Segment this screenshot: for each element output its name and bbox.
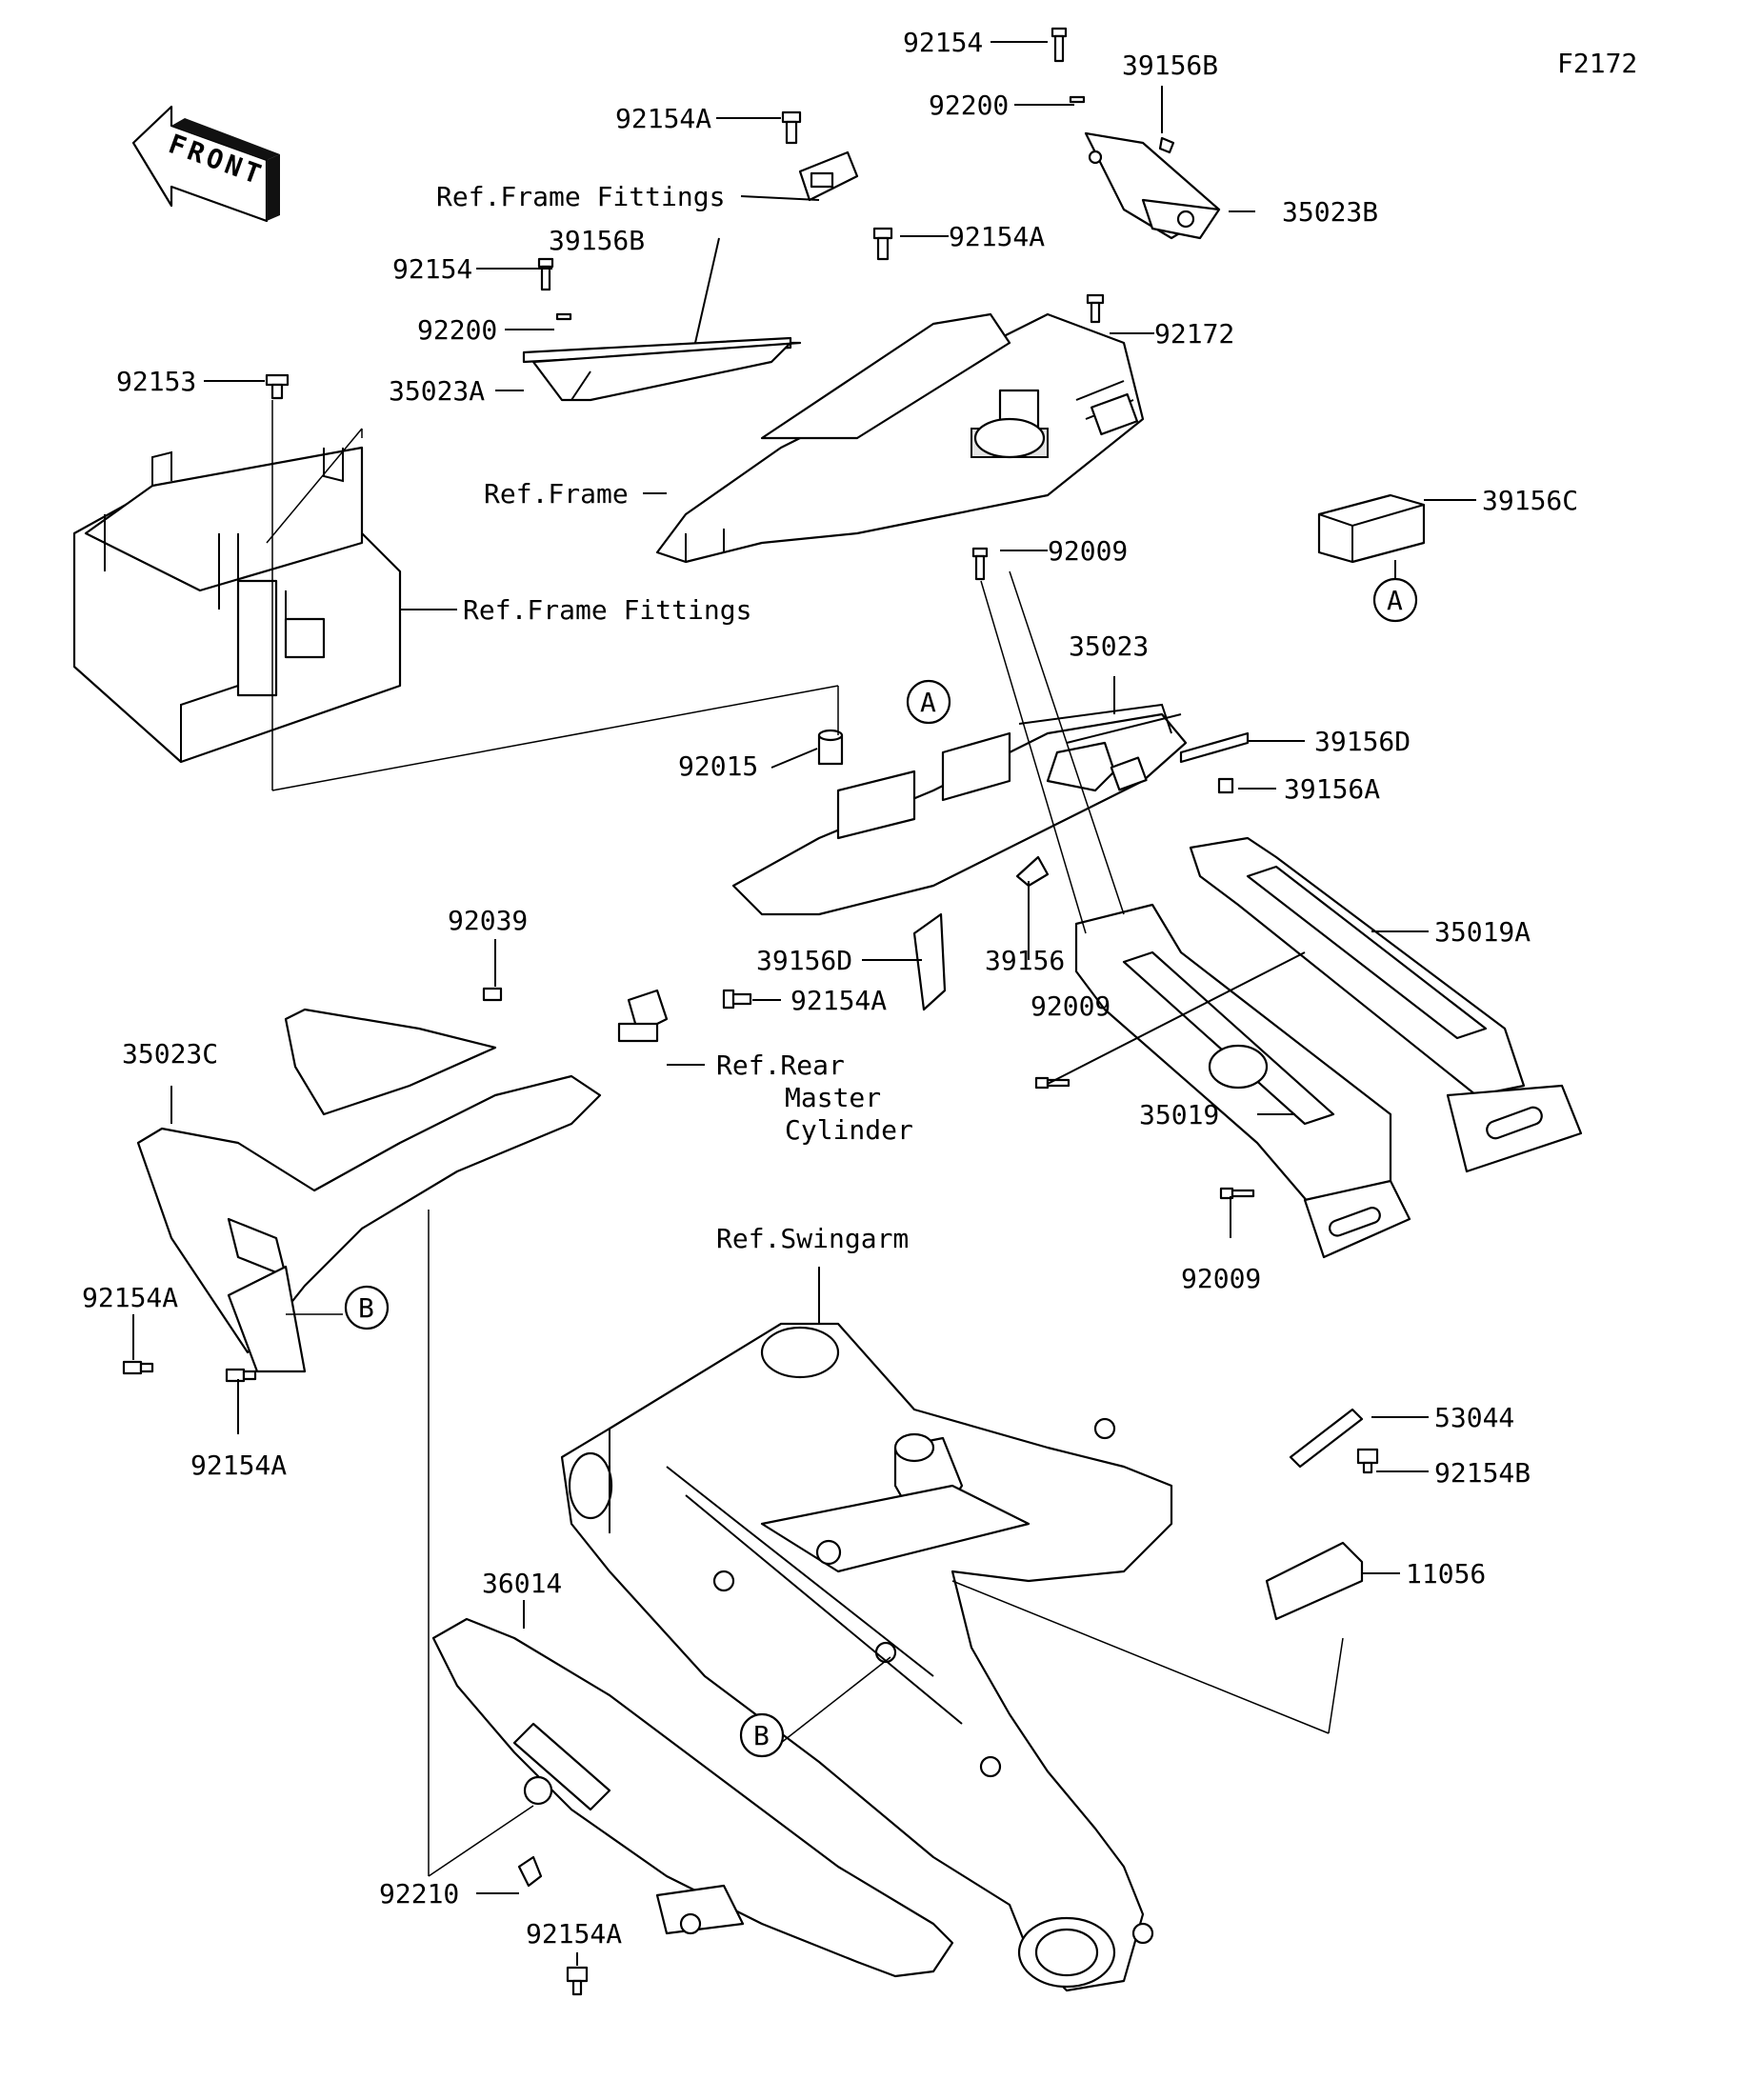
label-ref-rear-master-1: Ref.Rear — [716, 1050, 845, 1081]
label-39156B-top: 39156B — [1122, 50, 1218, 81]
callout-circles: A A B B — [344, 577, 1418, 1758]
label-ref-frame: Ref.Frame — [484, 478, 629, 510]
label-11056: 11056 — [1406, 1558, 1486, 1590]
label-92154-left: 92154 — [392, 253, 472, 285]
label-39156A: 39156A — [1284, 773, 1380, 805]
bracket-11056 — [1265, 1408, 1364, 1621]
label-35023A: 35023A — [389, 375, 485, 407]
bolt-92009-top — [971, 547, 989, 581]
cover-35023B — [1084, 131, 1221, 240]
label-ref-frame-fittings-top: Ref.Frame Fittings — [436, 181, 725, 212]
cover-35023C — [136, 1008, 602, 1373]
svg-text:B: B — [358, 1292, 374, 1324]
label-ref-rear-master-3: Cylinder — [785, 1114, 913, 1146]
label-92154A-rear: 92154A — [790, 985, 887, 1016]
frame-fittings-bracket — [798, 150, 859, 202]
label-92210: 92210 — [379, 1878, 459, 1910]
label-35023: 35023 — [1069, 630, 1149, 662]
label-92200-left: 92200 — [417, 314, 497, 346]
label-92009-top: 92009 — [1048, 535, 1128, 567]
label-stickers — [912, 731, 1250, 1011]
bolt-92154A-left2 — [225, 1368, 257, 1383]
label-92154B: 92154B — [1434, 1457, 1531, 1489]
bolt-92154A-top — [781, 110, 802, 145]
rear-frame — [655, 312, 1145, 564]
rear-master-cylinder-clip — [617, 989, 669, 1043]
bracket-35019 — [1074, 903, 1411, 1259]
svg-text:A: A — [1387, 585, 1403, 616]
label-92015: 92015 — [678, 750, 758, 782]
leader-lines — [132, 41, 1476, 1966]
frame-fittings-box — [72, 428, 402, 764]
undertray-35023 — [731, 703, 1188, 916]
label-36014: 36014 — [482, 1568, 562, 1599]
callout-A-right: A — [1372, 577, 1418, 623]
label-39156: 39156 — [985, 945, 1065, 976]
label-35019A: 35019A — [1434, 916, 1531, 948]
bolt-92154A-bottom — [566, 1966, 589, 1996]
label-39156B-left: 39156B — [549, 225, 645, 256]
label-92153: 92153 — [116, 366, 196, 397]
label-92172: 92172 — [1154, 318, 1234, 350]
bolt-92154A-left1 — [122, 1360, 154, 1375]
front-arrow: FRONT — [131, 105, 280, 223]
bolt-92039 — [482, 987, 503, 1002]
label-ref-swingarm: Ref.Swingarm — [716, 1223, 909, 1254]
label-92154A-left1: 92154A — [82, 1282, 178, 1313]
sticker-39156C — [1317, 493, 1426, 564]
label-ref-rear-master-2: Master — [785, 1082, 881, 1113]
label-35023B: 35023B — [1282, 196, 1378, 228]
bolt-92154A-mid — [872, 227, 893, 261]
label-92200-top: 92200 — [929, 90, 1009, 121]
label-92009-bottom: 92009 — [1181, 1263, 1261, 1294]
chain-cover-36014 — [431, 1617, 954, 1978]
label-39156C: 39156C — [1482, 485, 1578, 516]
figure-code: F2172 — [1557, 48, 1637, 79]
swingarm — [560, 1322, 1173, 1992]
label-39156D-bottom: 39156D — [756, 945, 852, 976]
label-35023C: 35023C — [122, 1038, 218, 1070]
seat-cover-35023A — [522, 336, 802, 402]
bolt-92154B — [1356, 1448, 1379, 1474]
bolt-92154A-rear — [722, 989, 752, 1010]
bolt-92172 — [1086, 293, 1105, 324]
bolt-92154-left — [537, 257, 554, 291]
callout-A-center: A — [906, 679, 951, 725]
label-39156D-right: 39156D — [1314, 726, 1411, 757]
label-35019: 35019 — [1139, 1099, 1219, 1130]
grommet-92015 — [817, 729, 844, 766]
callout-B-left: B — [344, 1285, 390, 1330]
label-92154A-mid: 92154A — [949, 221, 1045, 252]
svg-text:B: B — [753, 1720, 770, 1751]
bolts — [122, 27, 1379, 1996]
part-labels: 92154 39156B 92200 92154A 35023B Ref.Fra… — [82, 27, 1578, 1950]
label-92039: 92039 — [448, 905, 528, 936]
label-92154A-bottom: 92154A — [526, 1918, 622, 1950]
svg-text:A: A — [920, 687, 936, 718]
bolt-92154-top — [1051, 27, 1068, 63]
label-92154A-top: 92154A — [615, 103, 711, 134]
label-92009-mid: 92009 — [1031, 990, 1111, 1022]
bolt-92009-bottom — [1219, 1187, 1255, 1200]
label-92154A-left2: 92154A — [190, 1450, 287, 1481]
label-92154-top: 92154 — [903, 27, 983, 58]
bolt-92153 — [265, 373, 290, 400]
nut-92210 — [517, 1855, 543, 1888]
washers-92200 — [555, 95, 1086, 321]
callout-B-swingarm: B — [739, 1712, 785, 1758]
bracket-35019A — [1189, 836, 1583, 1173]
label-53044: 53044 — [1434, 1402, 1514, 1433]
label-ref-frame-fittings-left: Ref.Frame Fittings — [463, 594, 751, 626]
bolt-92009-mid — [1034, 1076, 1071, 1090]
